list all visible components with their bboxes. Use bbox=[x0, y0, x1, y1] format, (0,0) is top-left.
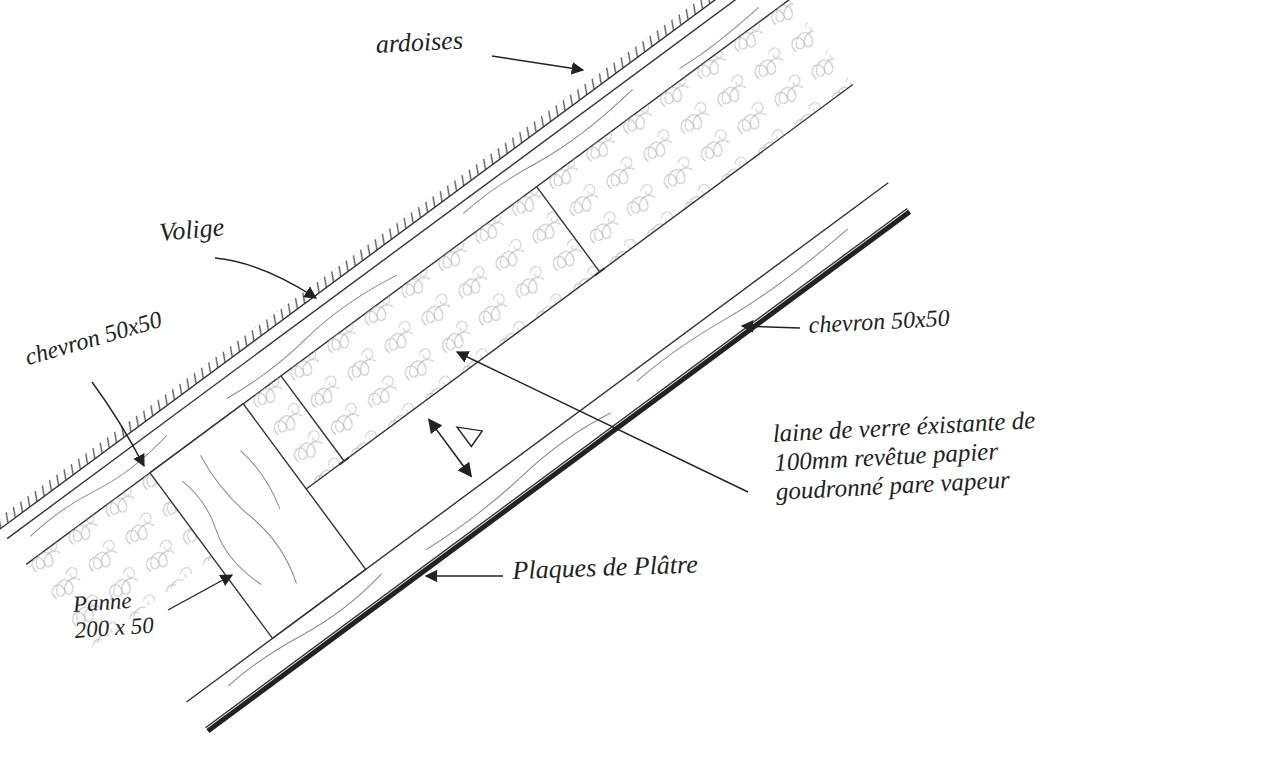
thickness-bar bbox=[537, 187, 600, 272]
roof-layers bbox=[0, 0, 934, 759]
slate-line bbox=[0, 0, 764, 529]
part-label: Volige bbox=[158, 208, 270, 247]
leader-arrow bbox=[168, 575, 232, 610]
thickness-tick bbox=[339, 457, 349, 464]
part-label: laine de verre éxistante de 100mm revêtu… bbox=[772, 403, 1106, 506]
leader-arrow bbox=[215, 258, 316, 298]
wood-grain bbox=[171, 433, 326, 606]
slate-hatch bbox=[0, 0, 764, 529]
leader-arrow bbox=[742, 326, 800, 328]
part-label: Plaques de Plâtre bbox=[512, 547, 773, 586]
leader-arrow bbox=[457, 352, 748, 492]
leader-arrow bbox=[426, 575, 503, 576]
thickness-bar bbox=[281, 376, 344, 461]
leader-arrow bbox=[92, 382, 144, 466]
part-label: Panne 200 x 50 bbox=[72, 586, 167, 645]
glass-wool bbox=[243, 0, 853, 489]
wood-grain bbox=[28, 0, 760, 546]
wood-grain bbox=[226, 225, 853, 694]
vapour-paper-line bbox=[306, 84, 853, 488]
part-label: chevron 50x50 bbox=[22, 290, 222, 372]
part-label: ardoises bbox=[375, 24, 496, 60]
part-label: chevron 50x50 bbox=[808, 301, 1019, 340]
leaders bbox=[92, 56, 800, 610]
leader-arrow bbox=[492, 56, 583, 70]
volige-line bbox=[7, 0, 771, 539]
thickness-tick bbox=[595, 268, 605, 275]
flag-symbol bbox=[457, 416, 486, 446]
purlin bbox=[150, 404, 366, 639]
